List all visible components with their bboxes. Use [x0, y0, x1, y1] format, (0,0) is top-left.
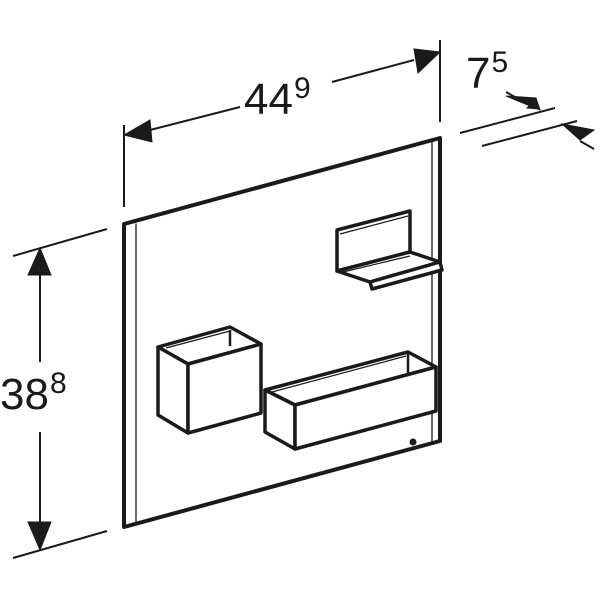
- width-dimension-label: 449: [244, 74, 311, 124]
- width-value-main: 44: [244, 75, 293, 124]
- arrowhead-up: [27, 246, 52, 276]
- storage-box: [156, 325, 263, 435]
- height-value-sup: 8: [49, 367, 67, 400]
- height-extension-top: [12, 228, 108, 257]
- storage-tray: [263, 350, 438, 451]
- width-value-sup: 9: [293, 72, 311, 105]
- depth-value-main: 7: [466, 49, 491, 98]
- depth-extension-top: [459, 107, 556, 134]
- depth-extension-bottom: [481, 120, 578, 147]
- arrowhead-right: [413, 48, 442, 75]
- height-extension-bottom: [12, 530, 108, 559]
- height-dimension-label: 388: [0, 369, 67, 419]
- width-dimension: [122, 40, 442, 207]
- depth-dimension-label: 75: [466, 48, 508, 98]
- arrowhead-left: [122, 119, 153, 143]
- depth-arrowhead-bottom: [560, 123, 596, 141]
- depth-value-sup: 5: [491, 46, 509, 79]
- height-value-main: 38: [0, 370, 49, 419]
- arrowhead-down: [27, 521, 52, 552]
- indicator-dot: [409, 438, 417, 446]
- height-dimension: [12, 228, 108, 559]
- small-shelf: [335, 209, 444, 291]
- depth-dimension: [459, 91, 596, 150]
- wall-panel: [122, 136, 442, 529]
